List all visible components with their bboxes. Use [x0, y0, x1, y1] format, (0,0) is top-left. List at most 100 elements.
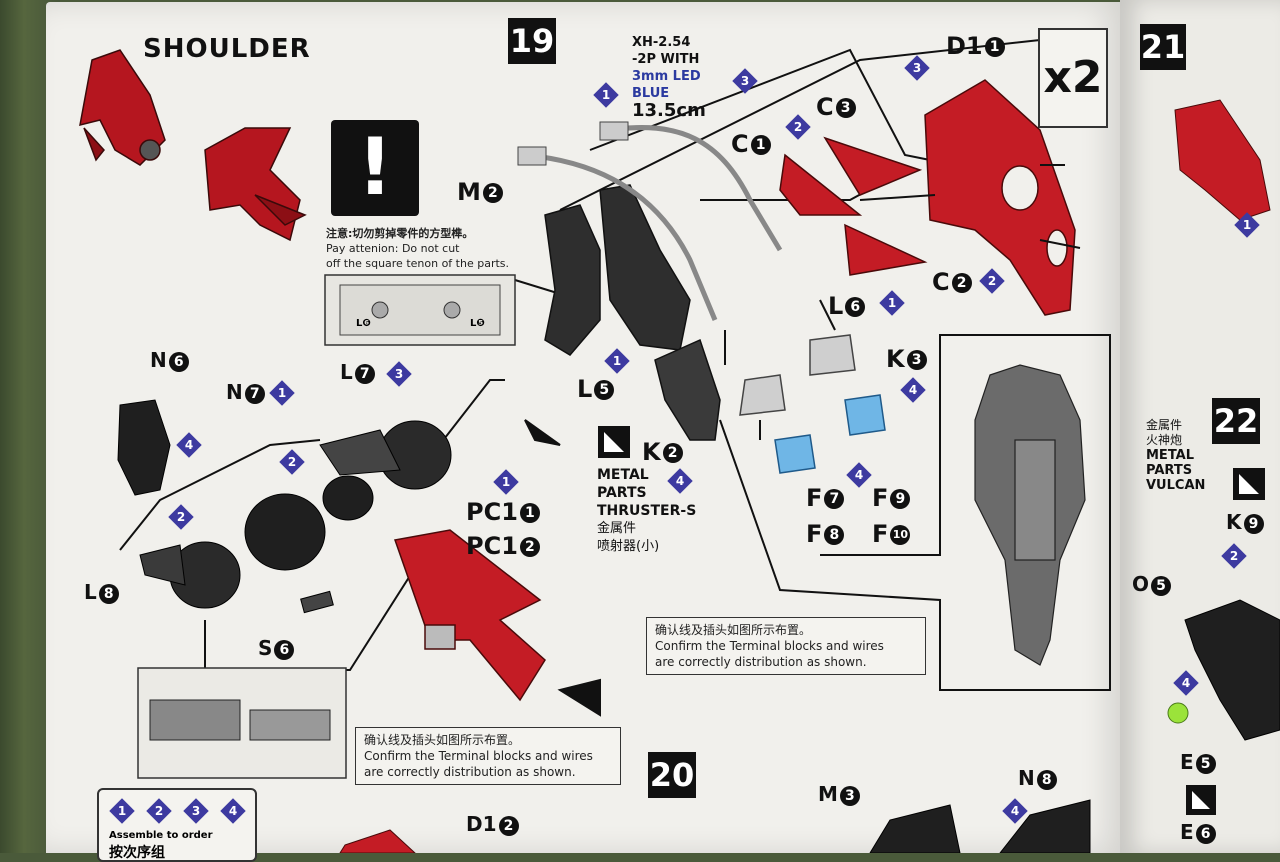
order-step-2: 2: [146, 798, 172, 824]
part-l5-frame: [654, 338, 721, 441]
inset-robot-view: [974, 364, 1086, 666]
led-spec-line4: BLUE: [632, 86, 670, 101]
part-c1: [779, 153, 863, 216]
exclamation-icon: !: [357, 123, 393, 213]
metal-parts-icon: [598, 426, 630, 458]
part-c3: [823, 136, 923, 196]
part-n6: [117, 399, 171, 496]
multiplier-badge: x2: [1038, 28, 1108, 128]
right-page-frame: [1184, 599, 1280, 741]
order-marker-4c: 4: [846, 462, 872, 488]
right-page-robot: [1174, 99, 1271, 221]
metal-parts-e6-icon: [1186, 785, 1216, 815]
part-s6: [300, 590, 334, 614]
confirm-note-left: 确认线及插头如图所示布置。 Confirm the Terminal block…: [355, 727, 621, 785]
step-number-20: 20: [648, 752, 696, 798]
part-c2: [844, 223, 928, 276]
order-step-4: 4: [220, 798, 247, 824]
partial-m3-bottom: [869, 799, 1091, 853]
thumbnail-robot-1: [79, 49, 166, 166]
blue-led-parts: [774, 394, 886, 474]
partial-d1-bottom: [339, 829, 416, 853]
step-number-19: 19: [508, 18, 556, 64]
led-connector-1: [517, 146, 547, 166]
order-marker-4f: 4: [1173, 670, 1199, 696]
assemble-order-cn: 按次序组: [109, 845, 165, 861]
order-marker-4e: 4: [1002, 798, 1028, 824]
order-marker-3b: 3: [904, 55, 930, 81]
step-number-21: 21: [1140, 24, 1186, 70]
order-marker-4a: 4: [900, 377, 926, 403]
led-spec-line3: 3mm LED: [632, 69, 701, 84]
led-wires: [524, 125, 783, 321]
part-m2-frame: [544, 184, 691, 356]
warning-text-en-2: off the square tenon of the parts.: [326, 257, 510, 270]
vulcan-label: 金属件 火神炮 METAL PARTS VULCAN: [1146, 418, 1206, 493]
part-e5-light: [1167, 702, 1189, 724]
order-marker-3c: 3: [386, 361, 412, 387]
led-connector-2: [599, 121, 629, 141]
order-marker-4b: 4: [667, 468, 693, 494]
order-marker-2d: 2: [168, 504, 194, 530]
led-spec-line2: -2P WITH: [632, 52, 700, 67]
led-spec: XH-2.54 -2P WITH 3mm LED BLUE 13.5cm: [632, 34, 706, 120]
part-red-arm: [394, 529, 546, 702]
assemble-order-box: 1 2 3 4 Assemble to order 按次序组: [97, 788, 257, 862]
warning-icon-box: !: [331, 120, 419, 216]
order-marker-3a: 3: [732, 68, 758, 94]
order-marker-2b: 2: [979, 268, 1005, 294]
part-d1-shell: [924, 79, 1076, 316]
warning-text: 注意:切勿剪掉零件的方型榫。 Pay attenion: Do not cut …: [326, 226, 509, 271]
part-l7: [319, 420, 452, 490]
part-n7: [244, 493, 326, 571]
order-step-3: 3: [183, 798, 209, 824]
assembly-arrows: [724, 164, 1081, 440]
order-marker-2c: 2: [279, 449, 305, 475]
tenon-mark-left: L❻: [356, 318, 371, 329]
step-number-22: 22: [1212, 398, 1260, 444]
part-pc1: [322, 475, 374, 521]
order-marker-4d: 4: [176, 432, 202, 458]
warning-text-cn: 注意:切勿剪掉零件的方型榫。: [326, 227, 474, 240]
order-marker-1e: 1: [493, 469, 519, 495]
order-marker-1c: 1: [604, 348, 630, 374]
tenon-mark-right: L❺: [470, 318, 485, 329]
order-marker-1d: 1: [269, 380, 295, 406]
warning-text-en-1: Pay attenion: Do not cut: [326, 242, 460, 255]
order-marker-1b: 1: [879, 290, 905, 316]
order-marker-1a: 1: [593, 82, 619, 108]
part-l8: [139, 541, 241, 609]
led-spec-line1: XH-2.54: [632, 35, 691, 50]
order-marker-1f: 1: [1234, 212, 1260, 238]
order-marker-2e: 2: [1221, 543, 1247, 569]
page-heading: SHOULDER: [143, 34, 311, 64]
order-step-1: 1: [109, 798, 135, 824]
order-marker-2a: 2: [785, 114, 811, 140]
thumbnail-robot-2: [204, 127, 307, 242]
assemble-order-label: Assemble to order: [109, 830, 213, 841]
